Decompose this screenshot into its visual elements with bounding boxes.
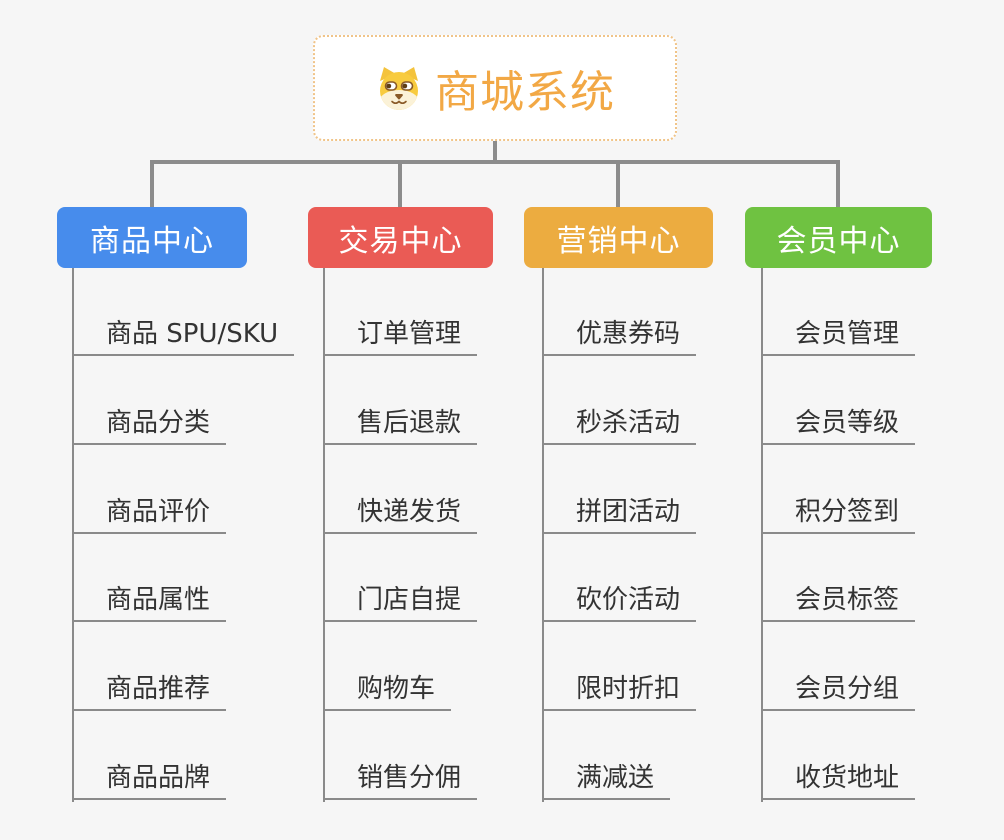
branch-node-member-center[interactable]: 会员中心 xyxy=(745,207,932,268)
leaf-points-checkin[interactable]: 积分签到 xyxy=(761,492,916,534)
leaf-order-management[interactable]: 订单管理 xyxy=(323,314,478,356)
connector-drop-member xyxy=(836,160,840,207)
leaf-product-review[interactable]: 商品评价 xyxy=(72,492,227,534)
leaf-bargain-activity[interactable]: 砍价活动 xyxy=(542,580,697,622)
branch-node-marketing-center[interactable]: 营销中心 xyxy=(524,207,713,268)
leaf-product-attribute[interactable]: 商品属性 xyxy=(72,580,227,622)
leaf-coupon-code[interactable]: 优惠券码 xyxy=(542,314,697,356)
connector-children-trade xyxy=(323,268,325,802)
leaf-product-recommend[interactable]: 商品推荐 xyxy=(72,669,227,711)
root-node[interactable]: 商城系统 xyxy=(313,35,677,141)
connector-root-trunk xyxy=(493,141,497,164)
leaf-member-level[interactable]: 会员等级 xyxy=(761,403,916,445)
leaf-product-spu-sku[interactable]: 商品 SPU/SKU xyxy=(72,314,295,356)
connector-drop-product xyxy=(150,160,154,207)
connector-children-product xyxy=(72,268,74,802)
leaf-shipping-address[interactable]: 收货地址 xyxy=(761,758,916,800)
leaf-sales-commission[interactable]: 销售分佣 xyxy=(323,758,478,800)
connector-children-member xyxy=(761,268,763,802)
root-title: 商城系统 xyxy=(435,67,615,118)
leaf-aftersale-refund[interactable]: 售后退款 xyxy=(323,403,478,445)
leaf-express-shipping[interactable]: 快递发货 xyxy=(323,492,478,534)
leaf-member-tag[interactable]: 会员标签 xyxy=(761,580,916,622)
connector-bus xyxy=(150,160,840,164)
leaf-product-brand[interactable]: 商品品牌 xyxy=(72,758,227,800)
leaf-full-reduction[interactable]: 满减送 xyxy=(542,758,671,800)
leaf-product-category[interactable]: 商品分类 xyxy=(72,403,227,445)
leaf-member-group[interactable]: 会员分组 xyxy=(761,669,916,711)
branch-node-trade-center[interactable]: 交易中心 xyxy=(308,207,493,268)
leaf-member-management[interactable]: 会员管理 xyxy=(761,314,916,356)
dog-face-icon xyxy=(375,65,423,111)
leaf-flash-sale[interactable]: 秒杀活动 xyxy=(542,403,697,445)
connector-children-marketing xyxy=(542,268,544,802)
leaf-group-buy[interactable]: 拼团活动 xyxy=(542,492,697,534)
leaf-shopping-cart[interactable]: 购物车 xyxy=(323,669,452,711)
connector-drop-trade xyxy=(398,160,402,207)
leaf-store-pickup[interactable]: 门店自提 xyxy=(323,580,478,622)
connector-drop-marketing xyxy=(616,160,620,207)
branch-node-product-center[interactable]: 商品中心 xyxy=(57,207,247,268)
leaf-limited-discount[interactable]: 限时折扣 xyxy=(542,669,697,711)
